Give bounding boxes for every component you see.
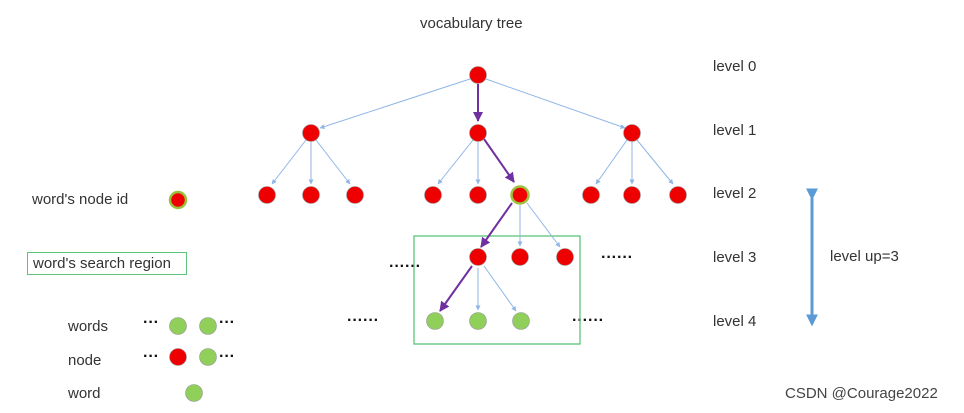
node-level2-h bbox=[623, 186, 641, 204]
level-4-label: level 4 bbox=[713, 313, 757, 330]
edge-l1c-l2i bbox=[636, 139, 674, 185]
node-level2-highlighted bbox=[510, 185, 530, 205]
legend-node-id-label: word's node id bbox=[32, 191, 129, 208]
level-3-ellipsis-left: ······ bbox=[389, 258, 421, 275]
search-region-rect bbox=[413, 235, 581, 345]
diagram-title: vocabulary tree bbox=[420, 15, 523, 32]
node-level1-c bbox=[623, 124, 641, 142]
level-2-label: level 2 bbox=[713, 185, 757, 202]
legend-words-ellipsis-right: ··· bbox=[219, 314, 235, 331]
legend-word-label: word bbox=[68, 385, 101, 402]
edge-l0-l1-left bbox=[319, 78, 471, 129]
node-level1-b bbox=[469, 124, 487, 142]
legend-words-ellipsis-left: ··· bbox=[143, 314, 159, 331]
legend-node-ellipsis-left: ··· bbox=[143, 348, 159, 365]
edge-l0-l1-right bbox=[485, 78, 626, 129]
legend-node-id-icon bbox=[168, 190, 188, 210]
legend-search-region-box: word's search region bbox=[27, 252, 187, 275]
level-3-ellipsis-right: ······ bbox=[601, 249, 633, 266]
node-level3-c bbox=[556, 248, 574, 266]
path-edge-l3-l4 bbox=[439, 265, 473, 312]
node-level2-e bbox=[469, 186, 487, 204]
legend-words-icon-2 bbox=[199, 317, 217, 335]
edge-l1b-l2d bbox=[437, 139, 474, 185]
node-level0-root bbox=[469, 66, 487, 84]
node-level2-i bbox=[669, 186, 687, 204]
edge-l1a-l2a bbox=[271, 139, 307, 185]
edge-l3-l4c bbox=[483, 265, 517, 312]
node-level2-g bbox=[582, 186, 600, 204]
level-up-label: level up=3 bbox=[830, 248, 899, 265]
word-level4-a bbox=[426, 312, 444, 330]
node-level2-b bbox=[302, 186, 320, 204]
legend-words-label: words bbox=[68, 318, 109, 335]
watermark: CSDN @Courage2022 bbox=[785, 385, 938, 402]
edge-l1c-l2g bbox=[595, 139, 628, 185]
node-level3-b bbox=[511, 248, 529, 266]
node-level2-c bbox=[346, 186, 364, 204]
word-level4-b bbox=[469, 312, 487, 330]
legend-words-icon-1 bbox=[169, 317, 187, 335]
edge-l1a-l2c bbox=[315, 139, 351, 185]
legend-node-icon-green bbox=[199, 348, 217, 366]
legend-node-label: node bbox=[68, 352, 102, 369]
node-level3-a bbox=[469, 248, 487, 266]
word-level4-c bbox=[512, 312, 530, 330]
level-3-label: level 3 bbox=[713, 249, 757, 266]
legend-node-icon-red bbox=[169, 348, 187, 366]
legend-node-ellipsis-right: ··· bbox=[219, 348, 235, 365]
level-0-label: level 0 bbox=[713, 58, 757, 75]
path-edge-l1-l2 bbox=[483, 138, 515, 183]
legend-word-icon bbox=[185, 384, 203, 402]
level-4-ellipsis-left: ······ bbox=[347, 312, 379, 329]
legend-search-region-label: word's search region bbox=[33, 255, 171, 272]
node-level1-a bbox=[302, 124, 320, 142]
node-level2-d bbox=[424, 186, 442, 204]
level-1-label: level 1 bbox=[713, 122, 757, 139]
edge-l2-l3c bbox=[526, 202, 561, 248]
path-edge-l2-l3 bbox=[480, 202, 513, 248]
node-level2-a bbox=[258, 186, 276, 204]
